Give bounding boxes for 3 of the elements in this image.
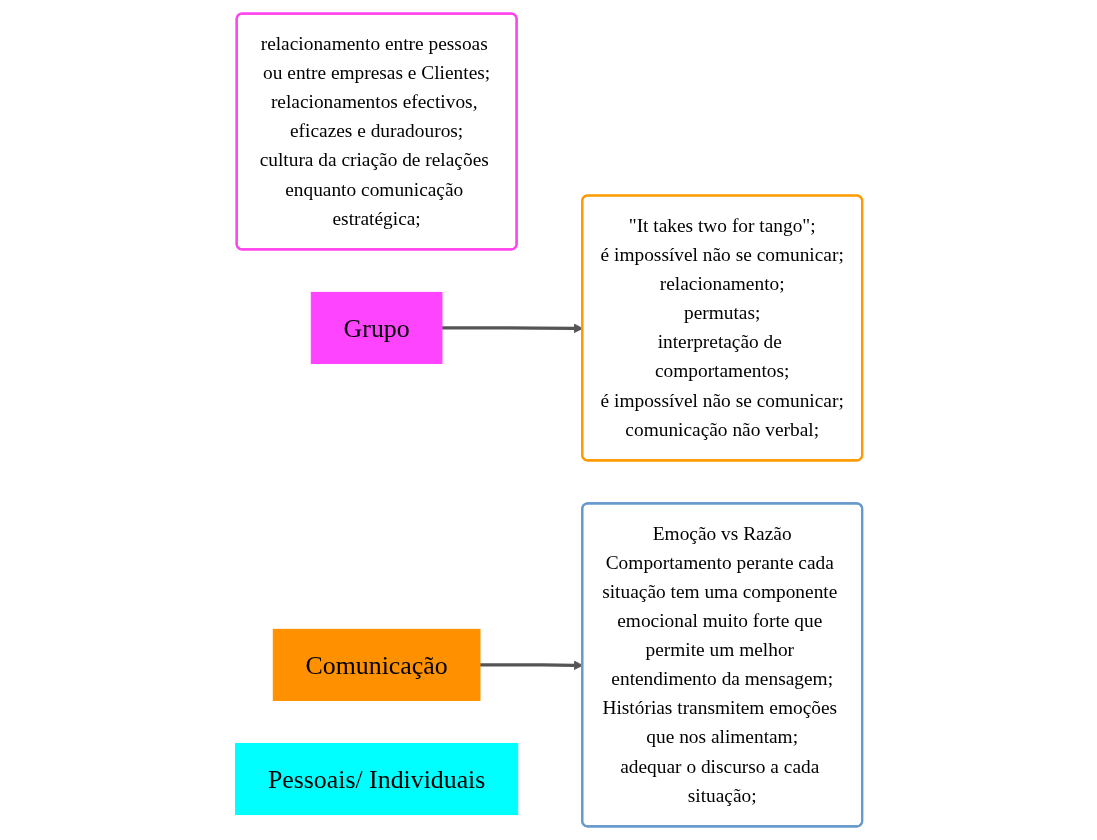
node-box: Pessoais/ Individuais [234, 742, 518, 816]
node-box: Grupo [310, 291, 443, 365]
node-box: Comunicação [272, 628, 481, 701]
